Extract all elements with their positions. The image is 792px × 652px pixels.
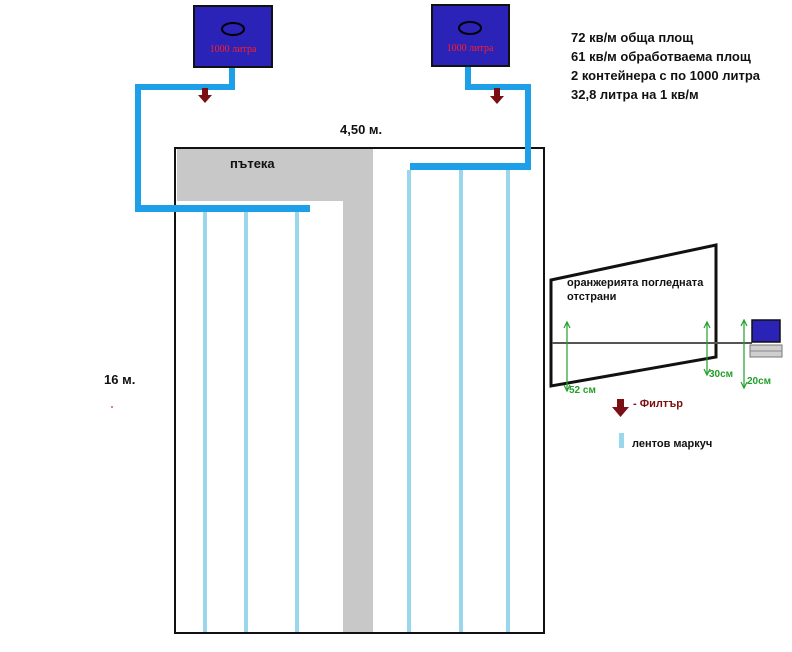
measure-markers — [563, 318, 748, 393]
height-label-52: 52 см — [569, 385, 596, 396]
supply-pipe-right — [410, 66, 531, 170]
tank-lid-icon — [458, 21, 482, 35]
info-line: 2 контейнера с по 1000 литра — [571, 68, 761, 83]
drip-hoses-left — [203, 212, 299, 632]
info-block: 72 кв/м обща площ 61 кв/м обработваема п… — [571, 30, 761, 102]
walkway — [177, 149, 373, 632]
legend-hose-icon — [619, 433, 624, 448]
info-line: 72 кв/м обща площ — [571, 30, 693, 45]
tank-lid-icon — [221, 22, 245, 36]
side-view-outline — [549, 243, 718, 388]
walkway-label: пътека — [230, 156, 275, 171]
supply-pipe-left — [135, 67, 310, 212]
info-line: 61 кв/м обработваема площ — [571, 49, 751, 64]
drip-hose — [407, 170, 411, 632]
side-view-title-line2: отстрани — [567, 291, 616, 303]
filter-arrow-icon — [490, 88, 504, 104]
length-dimension: 16 м. — [104, 372, 135, 387]
drip-hose — [244, 212, 248, 632]
greenhouse-outline — [174, 147, 545, 634]
drip-hose — [203, 212, 207, 632]
drip-hose — [295, 212, 299, 632]
filter-arrow-icon — [198, 88, 212, 103]
width-dimension: 4,50 м. — [340, 122, 382, 137]
tank-left: 1000 литра — [193, 5, 273, 68]
height-label-20: 20см — [747, 376, 771, 387]
tank-label: 1000 литра — [210, 44, 257, 55]
legend-filter-icon — [612, 399, 629, 417]
stray-mark — [111, 406, 113, 408]
tank-right: 1000 литра — [431, 4, 510, 67]
legend-filter-label: - Филтър — [633, 398, 683, 410]
tank-label: 1000 литра — [447, 43, 494, 54]
height-label-30: 30см — [709, 369, 733, 380]
info-line: 32,8 литра на 1 кв/м — [571, 87, 699, 102]
side-view-title: оранжерията погледната отстрани — [567, 277, 706, 303]
tank-side-icon — [749, 319, 783, 358]
legend-hose-label: лентов маркуч — [632, 438, 712, 450]
drip-hose — [506, 170, 510, 632]
drip-hose — [459, 170, 463, 632]
drip-hoses-right — [407, 170, 510, 632]
